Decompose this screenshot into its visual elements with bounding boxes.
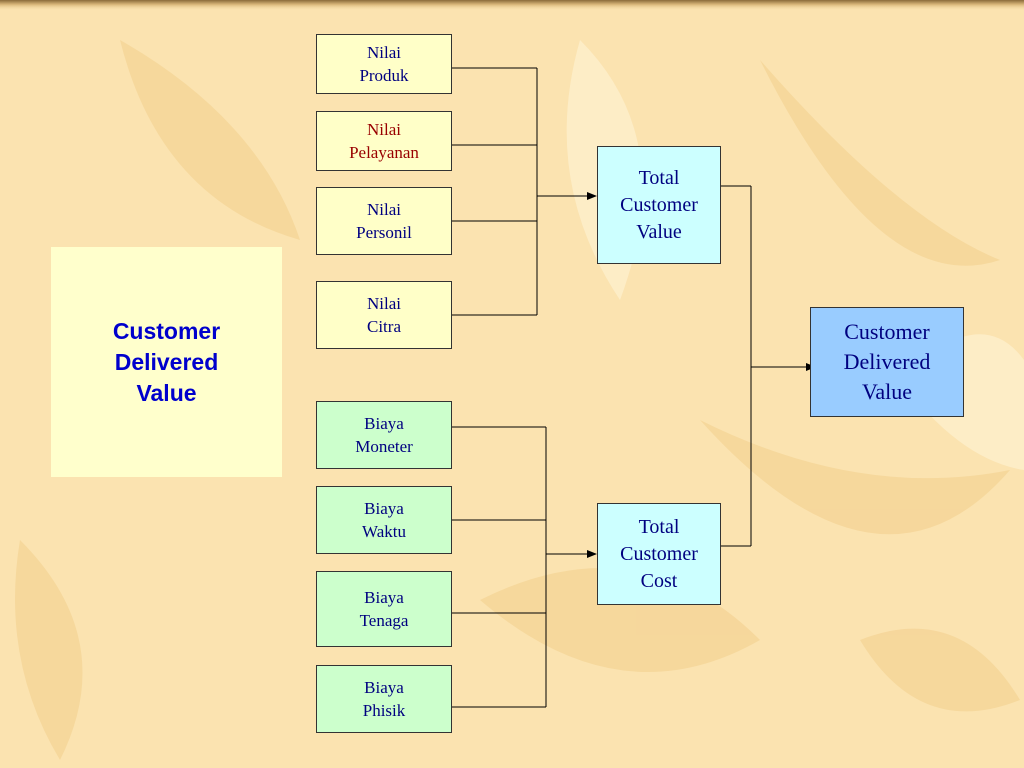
node-biaya-phisik: Biaya Phisik (316, 665, 452, 733)
node-biaya-tenaga: Biaya Tenaga (316, 571, 452, 647)
node-total-customer-cost: Total Customer Cost (597, 503, 721, 605)
title-panel: Customer Delivered Value (51, 247, 282, 477)
node-nilai-personil: Nilai Personil (316, 187, 452, 255)
page-title: Customer Delivered Value (112, 317, 221, 406)
node-nilai-pelayanan: Nilai Pelayanan (316, 111, 452, 171)
node-nilai-produk: Nilai Produk (316, 34, 452, 94)
node-biaya-waktu: Biaya Waktu (316, 486, 452, 554)
node-biaya-moneter: Biaya Moneter (316, 401, 452, 469)
node-nilai-citra: Nilai Citra (316, 281, 452, 349)
node-total-customer-value: Total Customer Value (597, 146, 721, 264)
node-customer-delivered-value: Customer Delivered Value (810, 307, 964, 417)
